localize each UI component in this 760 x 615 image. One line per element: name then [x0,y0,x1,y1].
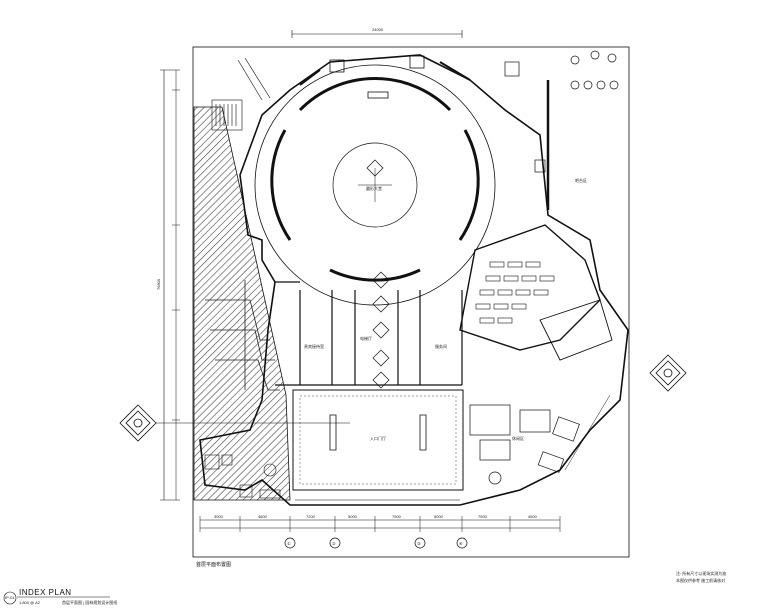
sheet-border [192,46,630,558]
index-code: IP-01 [5,595,15,600]
room-c-label: 服务间 [435,343,447,349]
bar-label: 吧台区 [575,177,587,183]
axis-bubble-label: ② [332,541,336,546]
axis-bubbles [284,537,468,549]
axis-bubble-label: ③ [417,541,421,546]
dimension-label: 7500 [478,514,488,519]
hatched-area-gridlines [205,280,280,391]
lounge-label: 休闲区 [512,435,524,441]
building-outline [199,54,629,506]
plan-caption: 首层平面布置图 [196,561,231,568]
rotunda-inner-circle [332,142,418,228]
room-b-label: 电梯厅 [360,335,372,341]
index-plan-title: INDEX PLAN [19,588,72,597]
bottom-dimension-chain [199,516,561,532]
lobby-label: 入口门厅 [370,435,386,441]
axis-diamond-markers [366,159,390,389]
left-dimension-line: 76800 [156,69,180,501]
note-line: 本图仅供参考 施工前请核对 [676,577,725,583]
index-code-bubble [3,591,17,605]
bar-area [504,50,619,210]
dimension-label: 4500 [528,514,538,519]
dimension-label: 7200 [306,514,316,519]
room-a-label: 贵宾接待室 [304,343,324,349]
axis-bubble-label: ④ [459,541,463,546]
index-plan-scale: 1:800 @ A2 [19,600,41,605]
rotunda-label: 圆形大堂 [366,185,382,191]
right-marker-diamond [649,354,687,392]
index-plan-caption: 首层平面图 | 园林规划设计图纸 [62,599,117,605]
hatched-site-boundary [193,106,291,501]
corner-furniture [204,454,281,499]
rotunda [254,64,496,306]
entrance-lobby [292,389,464,501]
rotunda-outer-ring [254,64,496,306]
dimension-label: 7500 [392,514,402,519]
dimension-label: 4800 [258,514,268,519]
top-dimension-line: 24000 [291,27,463,38]
index-plan-title-block: IP-01 INDEX PLAN 1:800 @ A2 首层平面图 | 园林规划… [3,588,117,605]
bottom-dimension-labels: 3000 4800 7200 5000 7500 5000 7500 4500 [214,514,538,519]
dimension-label: 5000 [348,514,358,519]
middle-rooms [275,281,463,386]
lounge-area [469,394,611,485]
note-line: 注: 所有尺寸以现场实测为准 [676,570,726,576]
top-dimension-text: 24000 [372,27,384,32]
rotunda-entrances [299,55,471,99]
dimension-label: 5000 [434,514,444,519]
stair-block [211,57,271,131]
classroom-wing [459,224,613,361]
axis-bubble-label: ① [287,541,291,546]
left-marker-diamond [119,404,350,442]
left-dimension-text: 76800 [156,278,161,290]
dimension-label: 3000 [214,514,224,519]
